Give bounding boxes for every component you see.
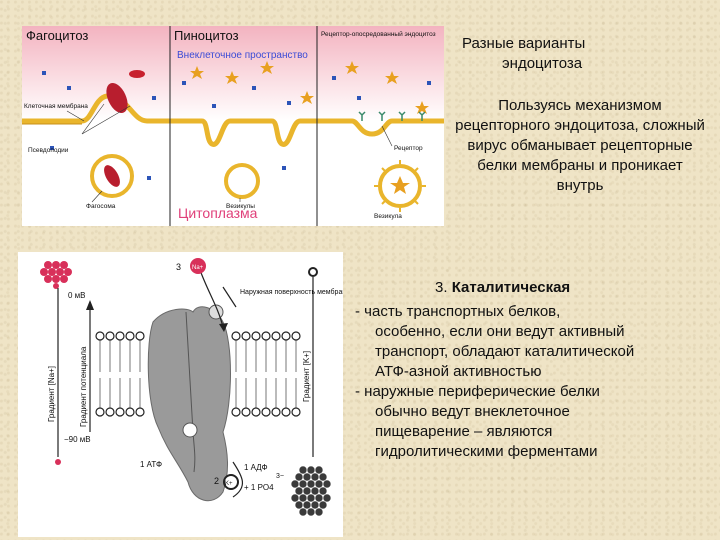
item2-line4: гидролитическими ферментами — [375, 443, 598, 460]
na-ion-bottom — [55, 459, 61, 465]
na-ion-step3 — [190, 258, 206, 274]
label-vesicles-pino: Везикулы — [226, 203, 255, 210]
label-adp-1: 1 АДФ — [244, 463, 268, 472]
red-bacterium — [106, 83, 128, 113]
title-line-2: эндоцитоза — [502, 55, 583, 72]
endocytosis-figure: Фагоцитоз Пиноцитоз Рецептор-опосредован… — [22, 26, 444, 226]
label-extracellular: Внеклеточное пространство — [177, 50, 308, 61]
pino-vesicle — [224, 163, 260, 199]
label-cell-membrane: Клеточная мембрана — [24, 102, 88, 110]
section-number: 3. — [435, 279, 448, 296]
item2-line1: - наружные периферические белки — [355, 383, 600, 400]
pump-protein — [147, 306, 231, 502]
label-potential-gradient: Градиент потенциала — [79, 346, 88, 427]
k-ion-step2 — [223, 474, 239, 490]
label-pseudopodia: Псевдоподии — [28, 147, 69, 154]
item1-line1: - часть транспортных белков, — [355, 303, 561, 320]
label-k-gradient: Градиент [K+] — [302, 351, 311, 402]
k-cluster-bottom — [290, 465, 332, 517]
label-receptor: Рецептор — [394, 145, 423, 152]
virus-paragraph: Пользуясь механизмом рецепторного эндоци… — [455, 97, 705, 194]
label-potential-top: 0 мВ — [68, 291, 86, 300]
item2-line2: обычно ведут внеклеточное — [375, 403, 570, 420]
item2-line3: пищеварение – являются — [375, 423, 553, 440]
transport-figure: Na+ K+ 0 мВ −90 мВ Градиент [Na+] Градие… — [18, 252, 343, 537]
label-outer-surface: Наружная поверхность мембраны — [240, 288, 343, 296]
na-ion-label: Na+ — [192, 265, 204, 271]
label-cytoplasm: Цитоплазма — [178, 205, 258, 221]
label-phagocytosis: Фагоцитоз — [26, 28, 88, 43]
section-catalytic: 3. Каталитическая - часть транспортных б… — [355, 278, 710, 462]
label-receptor-mediated: Рецептор-опосредованный эндоцитоз — [321, 30, 436, 38]
label-adp-2: + 1 PO4 — [244, 483, 274, 492]
label-atp: 1 АТФ — [140, 460, 162, 469]
label-step3: 3 — [176, 262, 181, 272]
item1-line3: транспорт, обладают каталитической — [375, 343, 635, 360]
k-ion-label: K+ — [225, 481, 233, 487]
section-heading: 3. Каталитическая — [355, 278, 710, 298]
na-cluster-top — [40, 261, 72, 289]
red-bacterium-2 — [129, 70, 145, 78]
list-item: - часть транспортных белков, особенно, е… — [355, 302, 710, 382]
lipid-bilayer — [95, 331, 301, 417]
k-ion-top — [308, 267, 318, 277]
label-po-charge: 3− — [276, 473, 284, 480]
label-vesicle-receptor: Везикула — [374, 213, 402, 220]
title-line-1: Разные варианты — [462, 35, 586, 52]
label-potential-bottom: −90 мВ — [64, 435, 91, 444]
item1-line2: особенно, если они ведут активный — [375, 323, 625, 340]
slide-title: Разные варианты эндоцитоза — [462, 34, 662, 74]
label-step2: 2 — [214, 476, 219, 486]
section-heading-text: Каталитическая — [451, 279, 571, 296]
list-item: - наружные периферические белки обычно в… — [355, 382, 710, 462]
item1-line4: АТФ-азной активностью — [375, 363, 542, 380]
label-pinocytosis: Пиноцитоз — [174, 28, 239, 43]
label-phagosome: Фагосома — [86, 203, 116, 210]
label-na-gradient: Градиент [Na+] — [47, 366, 56, 422]
